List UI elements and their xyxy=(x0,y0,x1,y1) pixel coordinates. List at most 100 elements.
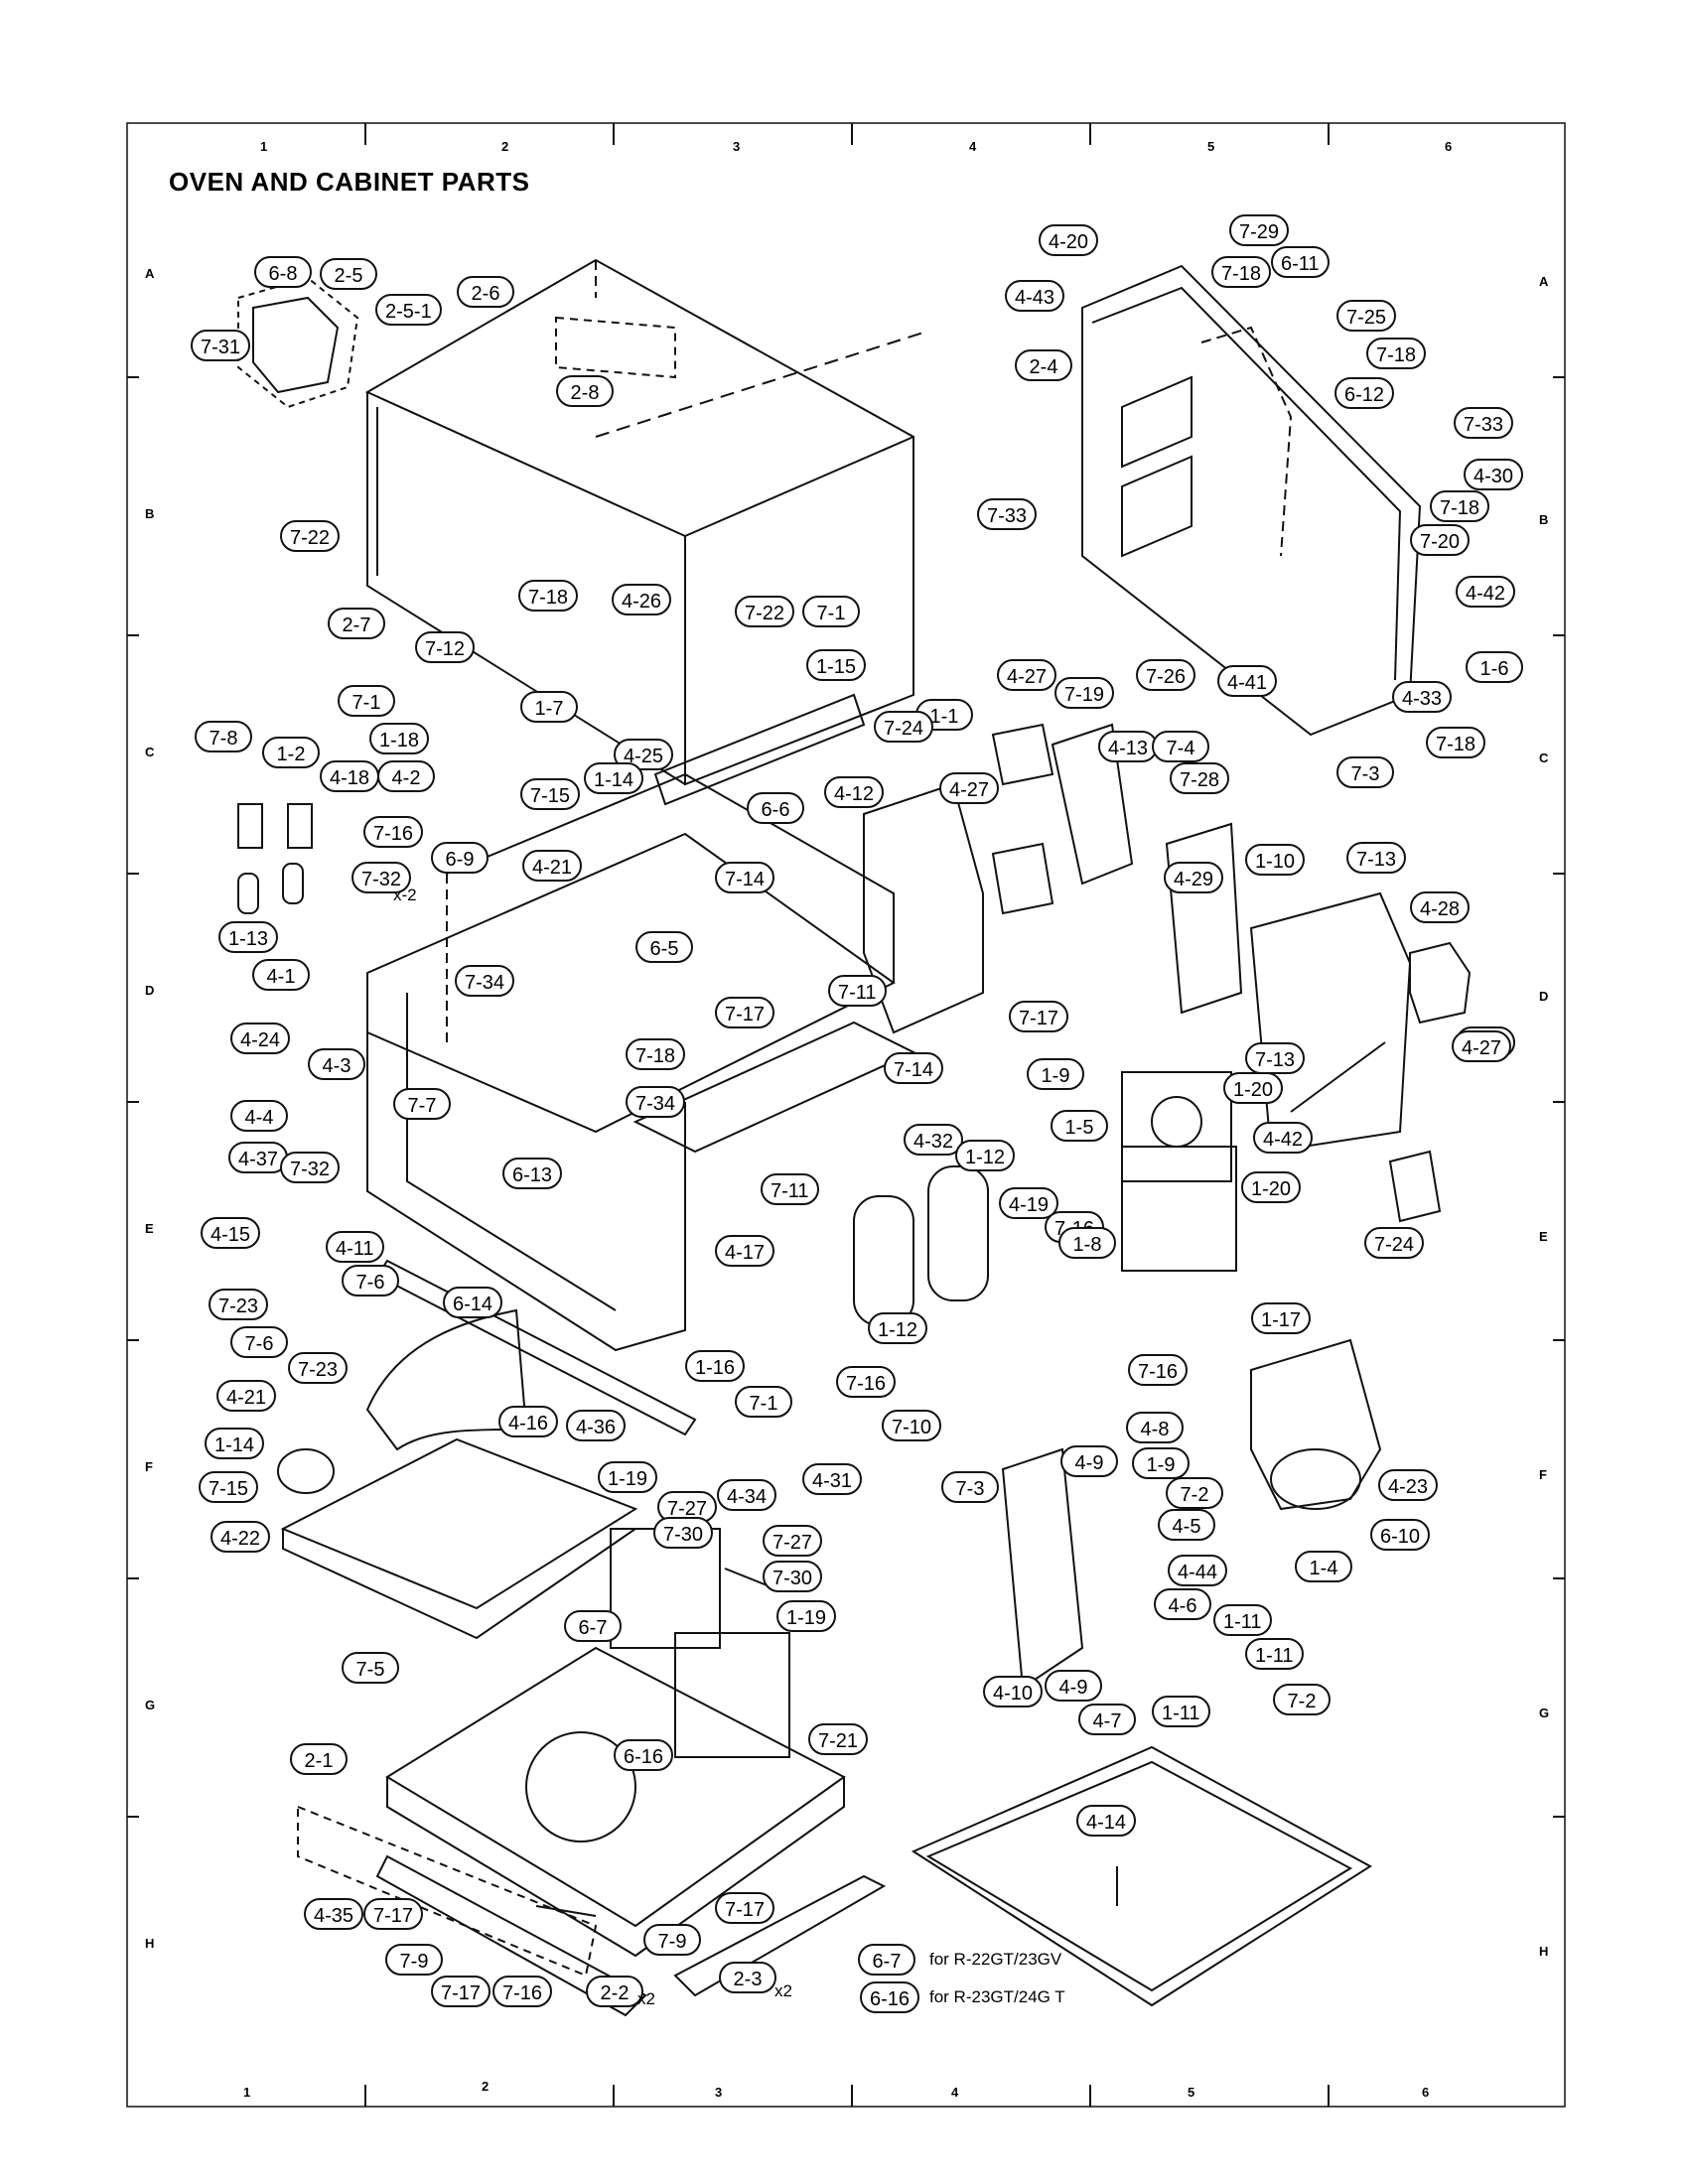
part-label: 7-28 xyxy=(1170,762,1230,794)
part-label: 4-1 xyxy=(252,959,310,991)
part-label: 6-13 xyxy=(502,1158,563,1189)
part-label: 7-17 xyxy=(431,1976,491,2007)
part-label: 6-7 xyxy=(564,1610,622,1642)
part-label: 7-6 xyxy=(230,1326,288,1358)
part-label: 7-18 xyxy=(1211,256,1272,288)
row-label: B xyxy=(145,506,155,521)
part-label: 4-9 xyxy=(1045,1670,1102,1702)
part-label: 7-19 xyxy=(1054,677,1115,709)
part-label: 4-30 xyxy=(1464,459,1524,490)
part-label: 4-8 xyxy=(1126,1412,1184,1443)
part-label: 1-2 xyxy=(262,737,320,768)
part-label: 4-21 xyxy=(522,850,583,882)
part-label: 7-14 xyxy=(715,862,775,893)
part-label: 1-19 xyxy=(776,1600,837,1632)
part-label: 4-10 xyxy=(983,1676,1044,1707)
part-label: 7-1 xyxy=(802,596,860,627)
part-label: 4-34 xyxy=(717,1479,777,1511)
part-label: 7-22 xyxy=(735,596,795,627)
row-label: A xyxy=(145,266,155,281)
part-label: 7-17 xyxy=(715,997,775,1028)
part-label: 1-19 xyxy=(598,1461,658,1493)
part-label: 1-14 xyxy=(584,762,644,794)
part-label: 4-35 xyxy=(304,1898,364,1930)
part-label: 7-22 xyxy=(280,520,341,552)
row-label: A xyxy=(1539,274,1549,289)
part-label: 7-14 xyxy=(884,1052,944,1084)
part-label: 7-11 xyxy=(761,1173,819,1205)
column-label: 5 xyxy=(1188,2085,1195,2100)
part-label: 6-8 xyxy=(254,256,312,288)
row-label: F xyxy=(1539,1467,1547,1482)
row-label: B xyxy=(1539,512,1549,527)
part-label: 6-6 xyxy=(747,792,804,824)
part-label: 7-13 xyxy=(1245,1042,1306,1074)
part-label: 4-22 xyxy=(210,1521,271,1553)
part-label: 1-20 xyxy=(1241,1171,1302,1203)
part-label: 7-8 xyxy=(195,721,252,752)
part-label: 1-11 xyxy=(1213,1604,1272,1636)
column-label: 2 xyxy=(501,139,509,154)
part-label: 1-9 xyxy=(1132,1447,1190,1479)
part-label: 4-9 xyxy=(1060,1445,1118,1477)
part-label: 7-16 xyxy=(1128,1354,1189,1386)
model-note: for R-22GT/23GV xyxy=(929,1950,1062,1969)
part-label: 7-7 xyxy=(393,1088,451,1120)
part-label: 7-18 xyxy=(518,580,579,612)
part-label: 7-33 xyxy=(977,498,1038,530)
part-label: 4-42 xyxy=(1253,1122,1314,1154)
part-label: 4-16 xyxy=(498,1406,559,1437)
part-label: 7-3 xyxy=(1336,756,1394,788)
part-label: 4-42 xyxy=(1456,576,1516,608)
column-label: 3 xyxy=(715,2085,723,2100)
quantity-note: x2 xyxy=(774,1981,792,2000)
row-label: E xyxy=(1539,1229,1548,1244)
part-label: 2-8 xyxy=(556,375,614,407)
row-label: G xyxy=(1539,1706,1550,1720)
part-label: 7-32 xyxy=(351,862,412,893)
part-label: 4-13 xyxy=(1098,731,1159,762)
part-label: 7-18 xyxy=(1430,490,1490,522)
column-label: 4 xyxy=(969,139,977,154)
part-label: 1-12 xyxy=(868,1312,928,1344)
part-label: 7-9 xyxy=(385,1944,443,1976)
part-label: 1-12 xyxy=(955,1140,1016,1171)
row-label: G xyxy=(145,1698,156,1712)
part-label: 7-27 xyxy=(763,1525,823,1557)
part-label: 4-27 xyxy=(997,659,1057,691)
part-label: 7-17 xyxy=(715,1892,775,1924)
part-label: 7-13 xyxy=(1346,842,1407,874)
part-label: 7-17 xyxy=(1009,1001,1069,1032)
part-label: 1-16 xyxy=(685,1350,746,1382)
part-label: 1-10 xyxy=(1245,844,1306,876)
part-label: 2-6 xyxy=(457,276,514,308)
part-label: 7-11 xyxy=(828,975,887,1007)
part-label: 4-18 xyxy=(320,760,380,792)
part-label: 6-16 xyxy=(860,1981,920,2013)
quantity-note: x-2 xyxy=(393,886,417,904)
part-label: 4-2 xyxy=(377,760,435,792)
part-label: 4-5 xyxy=(1158,1509,1215,1541)
quantity-note: x2 xyxy=(637,1989,655,2008)
part-label: 1-18 xyxy=(369,723,430,754)
part-label: 7-1 xyxy=(338,685,395,717)
part-label: 4-37 xyxy=(228,1142,289,1173)
column-label: 6 xyxy=(1445,139,1453,154)
part-label: 1-4 xyxy=(1295,1551,1352,1582)
part-label: 6-14 xyxy=(443,1287,503,1318)
page-title: OVEN AND CABINET PARTS xyxy=(169,167,530,197)
part-label: 7-25 xyxy=(1336,300,1397,332)
column-label: 1 xyxy=(260,139,268,154)
part-label: 1-13 xyxy=(218,921,279,953)
part-label: 4-11 xyxy=(326,1231,384,1263)
column-label: 5 xyxy=(1207,139,1215,154)
part-label: 7-9 xyxy=(643,1924,701,1956)
part-label: 7-31 xyxy=(191,330,251,361)
part-label: 7-18 xyxy=(1366,338,1427,369)
part-label: 7-17 xyxy=(363,1898,424,1930)
part-label: 2-7 xyxy=(328,608,385,639)
part-label: 4-33 xyxy=(1392,681,1453,713)
part-label: 7-18 xyxy=(1426,727,1486,758)
part-label: 1-5 xyxy=(1051,1110,1108,1142)
